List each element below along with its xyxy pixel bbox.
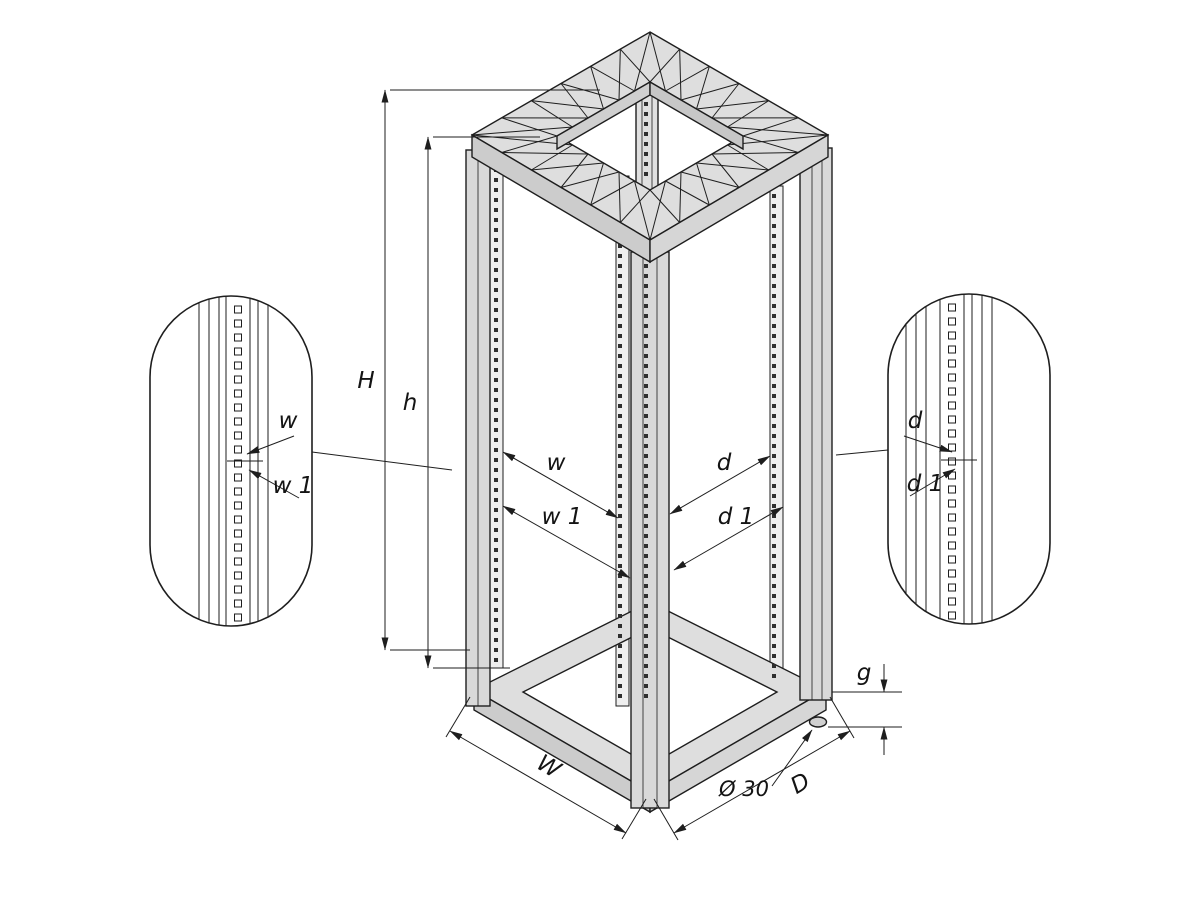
dim-overall-height: H: [357, 89, 600, 651]
dim-label-overall-depth: D: [786, 768, 814, 799]
detail-label-right-bottom: d 1: [907, 471, 944, 497]
rear-side-rail: [769, 185, 784, 685]
detail-label-left-bottom: w 1: [273, 473, 314, 499]
dim-label-base-height: g: [857, 660, 872, 686]
dimension-line: [449, 730, 627, 834]
extension-line: [829, 696, 855, 739]
top-frame: [470, 31, 830, 264]
callout-glide-diameter: Ø 30: [718, 729, 813, 801]
detail-label-right-top: d: [908, 408, 923, 434]
dimension-line: [673, 506, 784, 571]
dim-label-front-rail-spacing-inner: w 1: [542, 504, 583, 530]
pointer-arrow: [246, 435, 295, 455]
pointer-arrow: [909, 468, 956, 497]
leader-line: [771, 729, 813, 787]
dim-label-side-rail-spacing-inner: d 1: [718, 504, 755, 530]
dim-inner-height: h: [403, 136, 540, 669]
pointer-arrow: [248, 469, 300, 499]
rack-frame: [465, 31, 833, 814]
left-post: [465, 149, 491, 707]
extension-line: [445, 696, 471, 738]
detail-leader-left: [311, 451, 453, 471]
top-frame-lattice: [471, 31, 829, 241]
detail-view-right: d d 1: [835, 293, 1051, 625]
dim-side-rail-spacing: d: [669, 450, 771, 515]
detail-rail-holes-left: [234, 305, 242, 622]
dim-label-glide-diameter: Ø 30: [718, 777, 769, 801]
dimension-line: [669, 455, 771, 515]
pointer-arrow: [903, 435, 953, 453]
detail-leader-right: [835, 449, 889, 456]
corner-posts: [465, 147, 833, 809]
front-post: [630, 251, 670, 809]
detail-bubble-right: [887, 293, 1051, 625]
detail-views: w w 1 d d 1: [149, 293, 1051, 627]
dim-base-height: g: [828, 660, 902, 755]
right-post: [799, 147, 833, 701]
detail-rail-holes-right: [948, 303, 956, 620]
detail-label-left-top: w: [279, 408, 298, 434]
dim-label-side-rail-spacing: d: [717, 450, 732, 476]
dim-front-rail-spacing-inner: w 1: [502, 504, 631, 579]
dim-label-front-rail-spacing: w: [547, 450, 566, 476]
dim-label-overall-height: H: [357, 368, 374, 394]
dimension-line: [502, 505, 631, 579]
dim-side-rail-spacing-inner: d 1: [673, 504, 784, 571]
detail-view-left: w w 1: [149, 295, 453, 627]
leveling-foot: [808, 716, 828, 728]
dimension-line: [673, 730, 851, 834]
dim-label-inner-height: h: [403, 390, 418, 416]
